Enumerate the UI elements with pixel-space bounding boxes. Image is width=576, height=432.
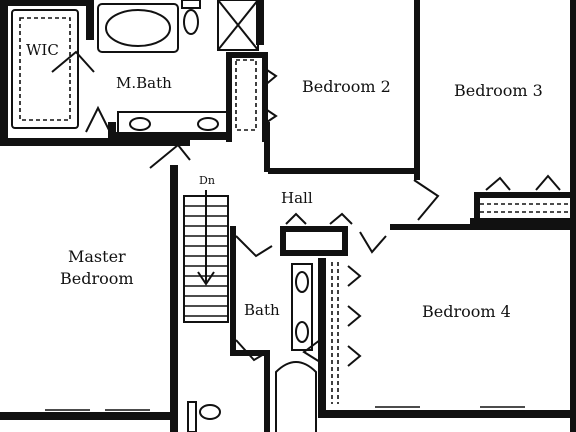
lower-toilet — [199, 404, 221, 420]
label-master-bedroom-line1: Master — [68, 247, 126, 266]
stairs — [183, 190, 229, 323]
label-master-bedroom-line2: Bedroom — [60, 269, 134, 288]
windows — [45, 406, 525, 415]
room-labels: WIC M.Bath Bedroom 2 Bedroom 3 Dn Hall M… — [26, 41, 543, 321]
sink-left — [129, 117, 151, 131]
tub — [105, 9, 171, 47]
stair-arrow-head — [197, 271, 215, 286]
label-wic: WIC — [26, 41, 59, 59]
label-bedroom-3: Bedroom 3 — [454, 81, 543, 100]
hall-bath-fixtures — [187, 263, 317, 432]
label-bath: Bath — [244, 301, 280, 319]
hall-sink-1 — [295, 271, 309, 293]
doors — [51, 50, 561, 367]
toilet — [183, 9, 199, 35]
master-bath-fixtures — [97, 0, 259, 137]
hall-sink-2 — [295, 321, 309, 343]
wic-shelving — [11, 9, 79, 129]
label-stairs-down: Dn — [199, 174, 215, 187]
sink-right — [197, 117, 219, 131]
label-master-bath: M.Bath — [116, 74, 172, 92]
label-bedroom-2: Bedroom 2 — [302, 77, 391, 96]
shower — [217, 0, 259, 51]
closet-shelving — [331, 203, 568, 404]
label-hall: Hall — [281, 189, 313, 207]
hall-tub — [275, 361, 317, 432]
label-bedroom-4: Bedroom 4 — [422, 302, 511, 321]
